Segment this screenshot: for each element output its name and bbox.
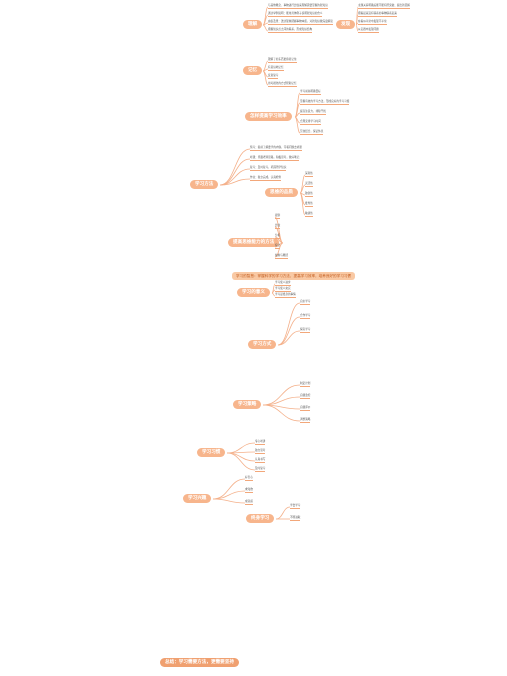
connector-line: [271, 292, 276, 297]
leaf-node[interactable]: 有意识地记忆: [268, 66, 284, 71]
leaf-node[interactable]: 预习：提前了解要学的内容，带着问题去听课: [250, 146, 302, 151]
leaf-node[interactable]: 求知欲: [245, 488, 253, 493]
branch-node[interactable]: 学习方式: [248, 340, 277, 349]
leaf-node[interactable]: 探究学习: [300, 328, 311, 333]
leaf-node[interactable]: 学习使人进步: [275, 281, 291, 286]
connector-line: [275, 506, 291, 520]
branch-node[interactable]: 记忆: [243, 66, 263, 75]
connector-line: [212, 498, 246, 504]
leaf-node[interactable]: 与其他概念、事物进行比较来理解需要掌握的新知识: [268, 4, 328, 9]
connector-line: [277, 330, 301, 346]
leaf-node[interactable]: 及时复习: [255, 467, 266, 472]
leaf-node[interactable]: 反复复习: [268, 74, 279, 79]
connector-line: [226, 442, 256, 454]
connector-line: [219, 158, 251, 186]
connector-line: [294, 116, 301, 134]
leaf-node[interactable]: 独立思考: [255, 449, 266, 454]
branch-node[interactable]: 学习兴趣: [183, 494, 212, 503]
connector-line: [355, 24, 359, 32]
leaf-node[interactable]: 掌握有效的学习方法，形成良好的学习习惯: [300, 100, 350, 105]
leaf-node[interactable]: 理解了的东西更容易记住: [268, 58, 297, 63]
leaf-node[interactable]: 专心听讲: [255, 440, 266, 445]
branch-node[interactable]: 学习方法: [190, 180, 219, 189]
leaf-node[interactable]: 不断进取: [290, 516, 301, 521]
connector-line: [277, 316, 301, 346]
leaf-node[interactable]: 合作学习: [300, 314, 311, 319]
leaf-node[interactable]: 由表及里：透过现象把握事物本质，对新知识做深度解读: [268, 20, 333, 25]
leaf-node[interactable]: 学习使人充实: [275, 287, 291, 292]
connector-line: [299, 192, 306, 216]
leaf-node[interactable]: 自我评价: [300, 406, 311, 411]
connector-line: [274, 242, 284, 258]
summary-node[interactable]: 总结：学习需要方法，更需要坚持: [160, 658, 239, 667]
leaf-node[interactable]: 把看起来没有联系的事物联系起来: [358, 12, 397, 17]
leaf-node[interactable]: 深刻性: [305, 172, 313, 177]
branch-node[interactable]: 思维的品质: [265, 188, 298, 197]
leaf-node[interactable]: 综合: [275, 244, 281, 249]
leaf-node[interactable]: 学会学习: [290, 504, 301, 509]
connector-line: [226, 452, 256, 462]
leaf-node[interactable]: 独创性: [305, 192, 313, 197]
leaf-node[interactable]: 观察: [275, 214, 281, 219]
branch-node[interactable]: 发现: [336, 20, 356, 29]
leaf-node[interactable]: 合理安排学习时间: [300, 120, 321, 125]
connector-line: [219, 178, 251, 186]
leaf-node[interactable]: 自主学习: [300, 300, 311, 305]
leaf-node[interactable]: 在看似平常中发现不平常: [358, 20, 387, 25]
leaf-node[interactable]: 用可视化的方式帮助记忆: [268, 82, 297, 87]
leaf-node[interactable]: 批判性: [305, 202, 313, 207]
connector-line: [262, 396, 301, 406]
leaf-node[interactable]: 从实践中发现问题: [358, 28, 379, 33]
leaf-node[interactable]: 成就感: [245, 500, 253, 505]
leaf-node[interactable]: 制定计划: [300, 382, 311, 387]
leaf-node[interactable]: 抽象与概括: [275, 254, 288, 259]
leaf-node[interactable]: 学习前先明确目标: [300, 90, 321, 95]
leaf-node[interactable]: 灵活性: [305, 182, 313, 187]
leaf-node[interactable]: 分析: [275, 234, 281, 239]
connector-line: [226, 452, 256, 471]
connector-line: [212, 490, 246, 500]
leaf-node[interactable]: 调整策略: [300, 418, 311, 423]
connector-line: [262, 70, 269, 86]
branch-node[interactable]: 理解: [243, 20, 263, 29]
leaf-node[interactable]: 通过举例说明：能用具体例子说明新知识的含义: [268, 12, 323, 17]
branch-node[interactable]: 终身学习: [246, 514, 275, 523]
leaf-node[interactable]: 自我监控: [300, 394, 311, 399]
branch-node[interactable]: 学习策略: [233, 400, 262, 409]
connector-line: [262, 24, 269, 32]
branch-node[interactable]: 提高思维能力的方法: [228, 238, 280, 247]
leaf-node[interactable]: 提高注意力，排除干扰: [300, 110, 326, 115]
leaf-node[interactable]: 听课：紧跟老师思路，积极思考，做好笔记: [250, 156, 300, 161]
leaf-node[interactable]: 把握知识点之间的联系，形成知识结构: [268, 28, 313, 33]
connector-line: [277, 302, 301, 346]
leaf-node[interactable]: 主题关系明确后能不能有所突破、提出新见解: [358, 4, 410, 9]
leaf-node[interactable]: 认真书写: [255, 458, 266, 463]
connector-line: [212, 478, 246, 500]
connector-line: [262, 404, 301, 422]
branch-node[interactable]: 学习习惯: [197, 448, 226, 457]
leaf-node[interactable]: 劳逸结合，保证休息: [300, 130, 324, 135]
branch-node[interactable]: 学习的意义: [237, 288, 270, 297]
branch-node[interactable]: 怎样提高学习效率: [245, 112, 292, 121]
connector-line: [262, 384, 301, 406]
leaf-node[interactable]: 比较: [275, 224, 281, 229]
leaf-node[interactable]: 复习：及时复习，巩固所学知识: [250, 166, 287, 171]
leaf-node[interactable]: 学习是终身的事情: [275, 293, 296, 298]
leaf-node[interactable]: 敏捷性: [305, 212, 313, 217]
leaf-node[interactable]: 作业：独立完成，认真检查: [250, 176, 282, 181]
leaf-node[interactable]: 好奇心: [245, 476, 253, 481]
center-topic[interactable]: 学习的智慧：掌握科学的学习方法，提高学习效率，培养良好的学习习惯: [232, 272, 355, 280]
